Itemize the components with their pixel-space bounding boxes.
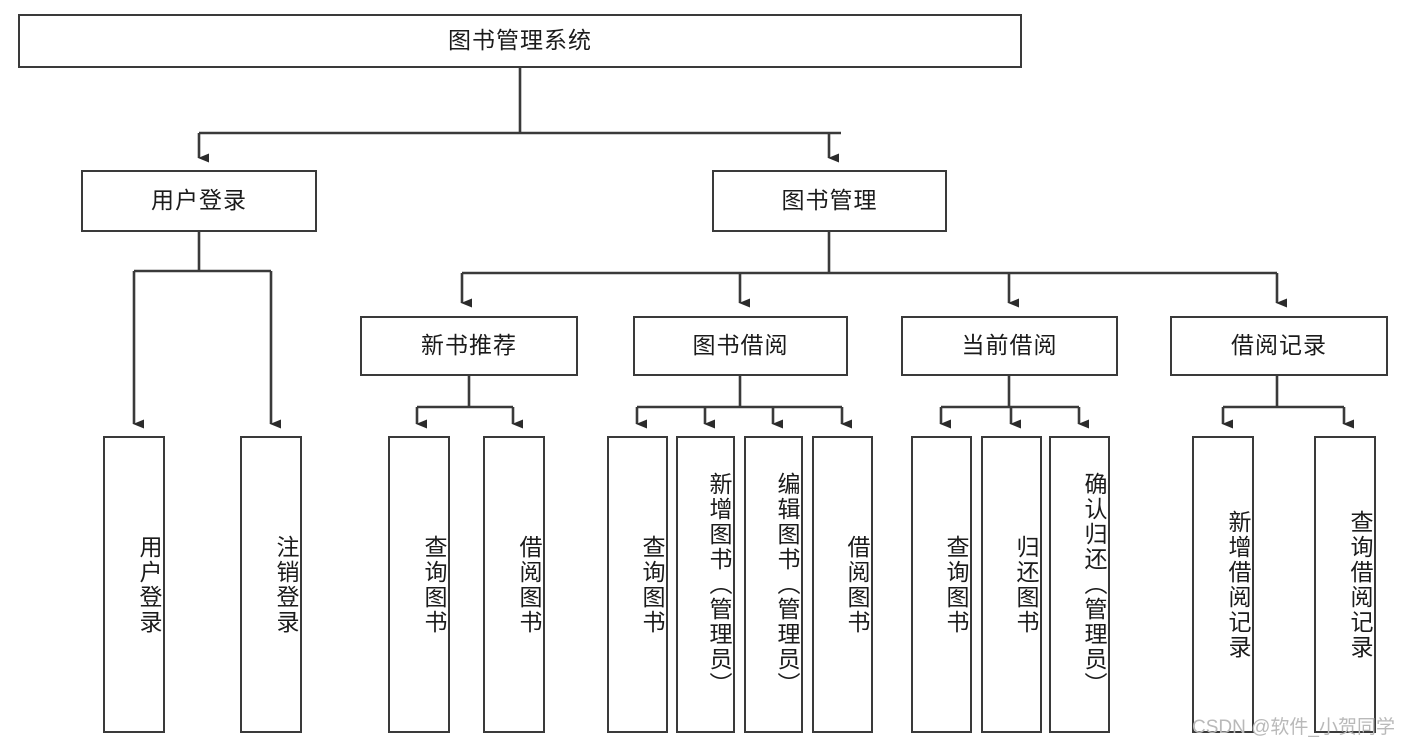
node-leaf-return-book[interactable]: 归还图书 [981, 436, 1042, 733]
node-leaf-query-book-3[interactable]: 查询图书 [911, 436, 972, 733]
node-leaf-confirm-return[interactable]: 确认归还（管理员） [1049, 436, 1110, 733]
node-user-login-label: 用户登录 [151, 187, 247, 214]
node-current-borrow[interactable]: 当前借阅 [901, 316, 1118, 376]
node-leaf-query-record[interactable]: 查询借阅记录 [1314, 436, 1376, 733]
node-leaf-edit-book[interactable]: 编辑图书（管理员） [744, 436, 803, 733]
node-leaf-query-book-1-label: 查询图书 [421, 534, 447, 635]
node-book-manage[interactable]: 图书管理 [712, 170, 947, 232]
node-new-book-rec[interactable]: 新书推荐 [360, 316, 578, 376]
node-leaf-borrow-book-1-label: 借阅图书 [516, 534, 542, 635]
node-leaf-query-record-label: 查询借阅记录 [1347, 509, 1373, 660]
node-leaf-borrow-book-2[interactable]: 借阅图书 [812, 436, 873, 733]
node-borrow-record[interactable]: 借阅记录 [1170, 316, 1388, 376]
node-book-manage-label: 图书管理 [781, 187, 878, 214]
node-borrow-record-label: 借阅记录 [1231, 332, 1327, 359]
node-leaf-return-book-label: 归还图书 [1013, 534, 1039, 635]
node-current-borrow-label: 当前借阅 [961, 332, 1058, 359]
node-leaf-add-record-label: 新增借阅记录 [1225, 509, 1251, 660]
node-leaf-query-book-3-label: 查询图书 [943, 534, 969, 635]
node-root-label: 图书管理系统 [448, 27, 592, 54]
node-leaf-add-book-label: 新增图书（管理员） [706, 472, 732, 697]
node-leaf-borrow-book-1[interactable]: 借阅图书 [483, 436, 545, 733]
node-new-book-rec-label: 新书推荐 [421, 332, 517, 359]
node-book-borrow-label: 图书借阅 [692, 332, 789, 359]
node-leaf-borrow-book-2-label: 借阅图书 [844, 534, 870, 635]
node-user-login[interactable]: 用户登录 [81, 170, 317, 232]
node-leaf-query-book-1[interactable]: 查询图书 [388, 436, 450, 733]
node-leaf-add-book[interactable]: 新增图书（管理员） [676, 436, 735, 733]
node-leaf-add-record[interactable]: 新增借阅记录 [1192, 436, 1254, 733]
node-root[interactable]: 图书管理系统 [18, 14, 1022, 68]
node-leaf-logout-label: 注销登录 [273, 534, 299, 635]
node-leaf-query-book-2[interactable]: 查询图书 [607, 436, 668, 733]
node-leaf-user-login[interactable]: 用户登录 [103, 436, 165, 733]
node-leaf-query-book-2-label: 查询图书 [639, 534, 665, 635]
node-leaf-user-login-label: 用户登录 [136, 534, 162, 635]
node-leaf-edit-book-label: 编辑图书（管理员） [774, 472, 800, 697]
node-book-borrow[interactable]: 图书借阅 [633, 316, 848, 376]
node-leaf-confirm-return-label: 确认归还（管理员） [1081, 472, 1107, 697]
node-leaf-logout[interactable]: 注销登录 [240, 436, 302, 733]
